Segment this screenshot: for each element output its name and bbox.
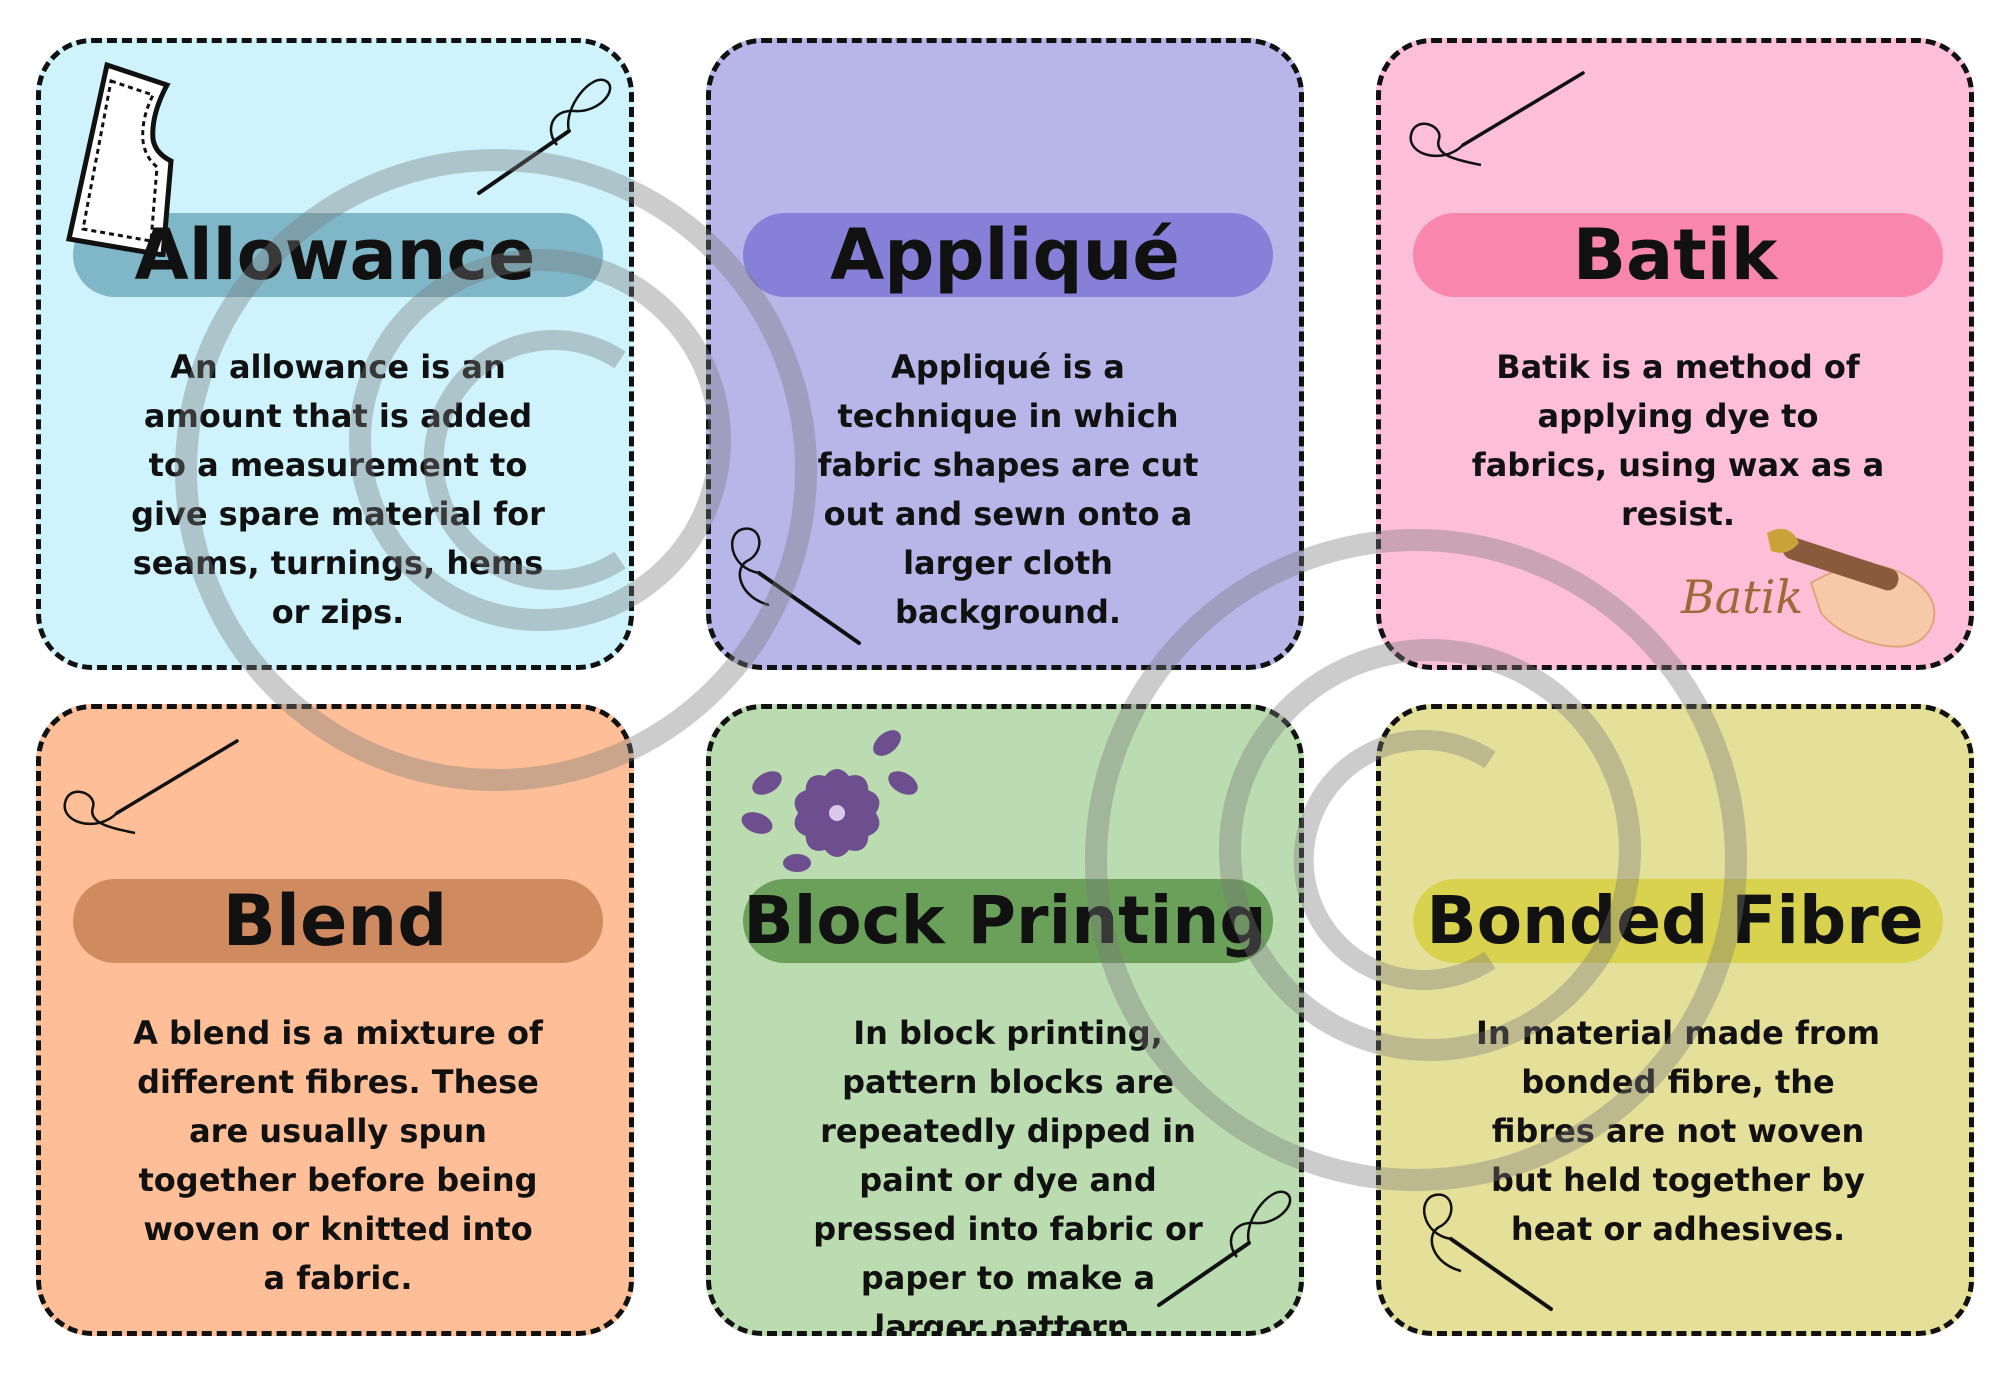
title-pill <box>1413 879 1943 963</box>
card-description: Batik is a method of applying dye to fab… <box>1471 348 1885 533</box>
card-description: In material made from bonded fibre, the … <box>1476 1014 1880 1248</box>
card-description: A blend is a mixture of different fibres… <box>133 1014 543 1297</box>
card-bonded-fibre: Bonded Fibre In material made from bonde… <box>1376 704 1974 1336</box>
title-pill <box>743 879 1273 963</box>
card-blend: Blend A blend is a mixture of different … <box>36 704 634 1336</box>
card-applique: Appliqué Appliqué is a technique in whic… <box>706 38 1304 670</box>
needle-and-thread-icon <box>1422 1193 1553 1311</box>
card-title: Appliqué <box>830 214 1180 296</box>
card-description: Appliqué is a technique in which fabric … <box>817 348 1199 631</box>
card-description: An allowance is an amount that is added … <box>131 348 545 631</box>
flower-icon <box>741 730 918 872</box>
card-batik: Batik Batik Batik is a method of applyin… <box>1376 38 1974 670</box>
needle-and-thread-icon <box>1157 1190 1292 1307</box>
needle-and-thread-icon <box>477 78 612 195</box>
title-pill <box>73 879 603 963</box>
card-title: Batik <box>1572 214 1778 296</box>
needle-and-thread-icon <box>63 739 239 835</box>
batik-canting-hand-icon: Batik <box>1680 528 1936 648</box>
card-description: In block printing, pattern blocks are re… <box>813 1014 1203 1336</box>
sewing-pattern-piece-icon <box>65 61 174 257</box>
card-title: Bonded Fibre <box>1426 882 1924 959</box>
card-title: Blend <box>222 880 448 962</box>
needle-and-thread-icon <box>730 527 861 645</box>
card-title: Allowance <box>134 214 536 296</box>
svg-text:Batik: Batik <box>1680 570 1803 624</box>
card-allowance: Allowance An allowance is an amount that… <box>36 38 634 670</box>
title-pill <box>743 213 1273 297</box>
title-pill <box>1413 213 1943 297</box>
card-title: Block Printing <box>743 882 1267 959</box>
card-block-printing: Block Printing In block printing, patter… <box>706 704 1304 1336</box>
needle-and-thread-icon <box>1409 71 1585 167</box>
